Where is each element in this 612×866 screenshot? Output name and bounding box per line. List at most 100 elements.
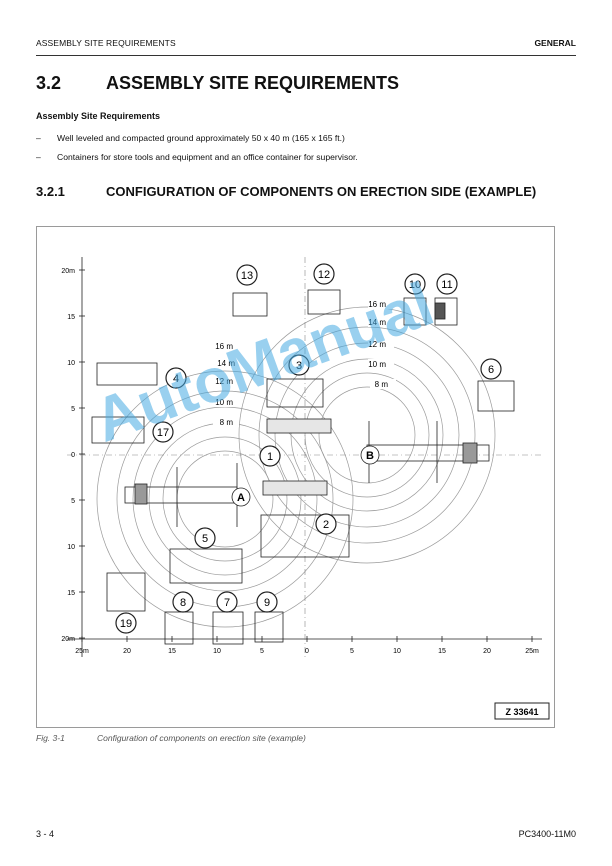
radius-label-bg (213, 417, 239, 427)
callout-marker (259, 445, 281, 467)
x-tick-label: 20 (123, 648, 131, 655)
callout-number: 10 (409, 279, 421, 291)
crane-b-radius (238, 306, 496, 564)
radius-label-bg (213, 376, 239, 386)
radius-label-bg (368, 299, 394, 309)
y-tick-label: 15 (67, 314, 75, 321)
callout-number: 11 (441, 279, 452, 291)
callout-number: 17 (157, 427, 169, 439)
component-1-track-upper (266, 418, 332, 434)
x-tick-label: 25m (75, 648, 89, 655)
crane-a-radius (176, 450, 274, 548)
radius-label-bg (368, 339, 394, 349)
crane-b-radius (274, 342, 460, 528)
component-4-cylinder (96, 362, 158, 386)
figure-ref-box (494, 702, 550, 720)
radius-label-right: 10 m (368, 360, 386, 369)
subsection-number: 3.2.1 (36, 184, 65, 199)
y-tick-label: 10 (67, 360, 75, 367)
running-header-chapter: GENERAL (534, 38, 576, 48)
callout-marker (315, 513, 337, 535)
callout-marker (288, 354, 310, 376)
component-1-track-lower (262, 480, 328, 496)
x-tick-label: 10 (213, 648, 221, 655)
page-number: 3 - 4 (36, 829, 55, 839)
component-13-container (232, 292, 268, 317)
callout-number: 19 (120, 618, 132, 630)
component-3-cab (266, 378, 324, 408)
crane-a-label: A (237, 492, 245, 504)
callout-number: 12 (318, 269, 330, 281)
callout-number: 9 (264, 597, 270, 609)
running-header-title: ASSEMBLY SITE REQUIREMENTS (36, 38, 176, 48)
callout-marker (436, 273, 458, 295)
callout-number: 4 (173, 373, 179, 385)
component-10-box (403, 297, 427, 326)
crane-b-marker (360, 445, 380, 465)
y-tick-label: 0 (71, 452, 75, 459)
radius-label-bg (215, 358, 241, 368)
radius-label-right: 16 m (368, 300, 386, 309)
radius-label-bg (368, 359, 394, 369)
figure-ref: Z 33641 (505, 707, 538, 717)
crane-a-marker (231, 487, 251, 507)
subheading: Assembly Site Requirements (36, 111, 161, 121)
component-11-inner (434, 302, 446, 320)
x-tick-label: 0 (305, 648, 309, 655)
x-tick-label: 5 (260, 648, 264, 655)
crane-b-hook (462, 442, 478, 464)
subsection-title: CONFIGURATION OF COMPONENTS ON ERECTION … (106, 184, 537, 199)
callout-number: 1 (267, 451, 273, 463)
component-12-container (307, 289, 341, 315)
x-tick-label: 5 (350, 648, 354, 655)
component-5-box (169, 548, 243, 584)
section-number: 3.2 (36, 73, 62, 93)
callout-marker (165, 367, 187, 389)
working-radius-circles (96, 306, 496, 628)
callout-marker (404, 273, 426, 295)
x-tick-label: 25m (525, 648, 539, 655)
callout-marker (256, 591, 278, 613)
component-9-box (254, 611, 284, 643)
component-17-box (91, 416, 145, 444)
callout-marker (216, 591, 238, 613)
component-2-box (260, 514, 350, 558)
callout-marker (152, 421, 174, 443)
radius-label-left: 14 m (217, 359, 235, 368)
crane-b-radius (258, 326, 476, 544)
radius-labels: 16 m14 m12 m10 m8 m16 m14 m12 m10 m8 m (213, 299, 396, 427)
bullet-text: Well leveled and compacted ground approx… (57, 133, 345, 143)
callout-number: 8 (180, 597, 186, 609)
callout-number: 13 (241, 270, 253, 282)
callout-number: 2 (323, 519, 329, 531)
callout-number: 5 (202, 533, 208, 545)
crane-b-radius (290, 358, 444, 512)
crane-a-radius (96, 370, 354, 628)
radius-label-right: 12 m (368, 340, 386, 349)
section-title: ASSEMBLY SITE REQUIREMENTS (106, 73, 400, 93)
radius-label-left: 16 m (215, 342, 233, 351)
callout-marker (236, 264, 258, 286)
radius-label-bg (213, 397, 239, 407)
bullet-dash: – (36, 133, 41, 143)
radius-label-left: 12 m (215, 377, 233, 386)
callout-number: 7 (224, 597, 230, 609)
callout-number: 3 (296, 360, 302, 372)
document-code: PC3400-11M0 (518, 829, 576, 839)
crane-a-radius (162, 436, 288, 562)
bullet-dash: – (36, 152, 41, 162)
bullet-item: –Containers for store tools and equipmen… (36, 152, 358, 162)
component-8-box (164, 611, 194, 645)
radius-label-left: 10 m (215, 398, 233, 407)
figure-caption-number: Fig. 3-1 (36, 733, 65, 743)
radius-label-right: 8 m (375, 380, 389, 389)
radius-label-bg (370, 379, 396, 389)
component-6-box (477, 380, 515, 412)
y-tick-label: 5 (71, 498, 75, 505)
component-19-box (106, 572, 146, 612)
y-tick-label: 10 (67, 544, 75, 551)
